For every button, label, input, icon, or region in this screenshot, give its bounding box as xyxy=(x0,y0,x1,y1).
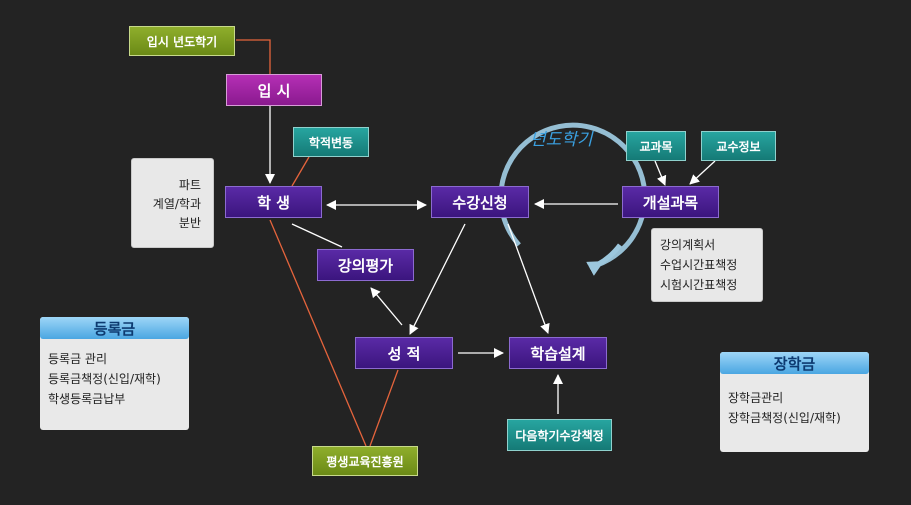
tuition-item: 등록금 관리 xyxy=(48,352,108,366)
study-design-node[interactable]: 학습설계 xyxy=(509,337,607,369)
student-note-line: 계열/학과 xyxy=(152,197,201,211)
tuition-panel-title: 등록금 xyxy=(40,317,189,339)
student-note-line: 파트 xyxy=(178,178,201,192)
course-note: 강의계획서 수업시간표책정 시험시간표책정 xyxy=(651,228,763,302)
course-note-line: 시험시간표책정 xyxy=(660,278,738,292)
link-record-change-to-student xyxy=(291,156,310,187)
cycle-label: 년도학기 xyxy=(530,130,593,150)
admission-year-term-node[interactable]: 입시 년도학기 xyxy=(129,26,235,56)
arrow-registration-to-grades xyxy=(409,223,466,335)
scholarship-item: 장학금책정(신입/재학) xyxy=(728,411,841,425)
student-note: 파트 계열/학과 분반 xyxy=(131,158,214,248)
arrow-curriculum-to-course xyxy=(654,160,667,186)
course-note-line: 강의계획서 xyxy=(660,238,716,252)
tuition-item: 학생등록금납부 xyxy=(48,392,126,406)
scholarship-panel-title: 장학금 xyxy=(720,352,869,374)
arrow-professor-to-course xyxy=(689,160,716,185)
link-student-to-lifelong xyxy=(269,219,367,447)
course-note-line: 수업시간표책정 xyxy=(660,258,738,272)
scholarship-item: 장학금관리 xyxy=(728,391,784,405)
arrow-student-to-eval xyxy=(291,223,343,248)
admission-node[interactable]: 입 시 xyxy=(226,74,322,106)
grades-node[interactable]: 성 적 xyxy=(355,337,453,369)
course-open-node[interactable]: 개설과목 xyxy=(622,186,719,218)
student-node[interactable]: 학 생 xyxy=(225,186,322,218)
curriculum-node[interactable]: 교과목 xyxy=(626,131,686,161)
professor-info-node[interactable]: 교수정보 xyxy=(701,131,776,161)
scholarship-panel: 장학금 장학금관리 장학금책정(신입/재학) xyxy=(720,352,869,452)
student-note-line: 분반 xyxy=(178,216,201,230)
arrow-registration-to-study-design xyxy=(507,223,550,334)
cycle-ring-arrowhead xyxy=(586,243,623,276)
tuition-item: 등록금책정(신입/재학) xyxy=(48,372,161,386)
lifelong-edu-node[interactable]: 평생교육진흥원 xyxy=(312,446,418,476)
course-eval-node[interactable]: 강의평가 xyxy=(317,249,414,281)
record-change-node[interactable]: 학적변동 xyxy=(293,127,369,157)
tuition-panel: 등록금 등록금 관리 등록금책정(신입/재학) 학생등록금납부 xyxy=(40,317,189,430)
link-grades-to-lifelong xyxy=(369,369,399,447)
registration-node[interactable]: 수강신청 xyxy=(431,186,529,218)
next-term-credits-node[interactable]: 다음학기수강책정 xyxy=(507,419,612,451)
arrow-grades-to-eval xyxy=(370,287,403,326)
link-year-term-to-admission xyxy=(236,39,271,74)
